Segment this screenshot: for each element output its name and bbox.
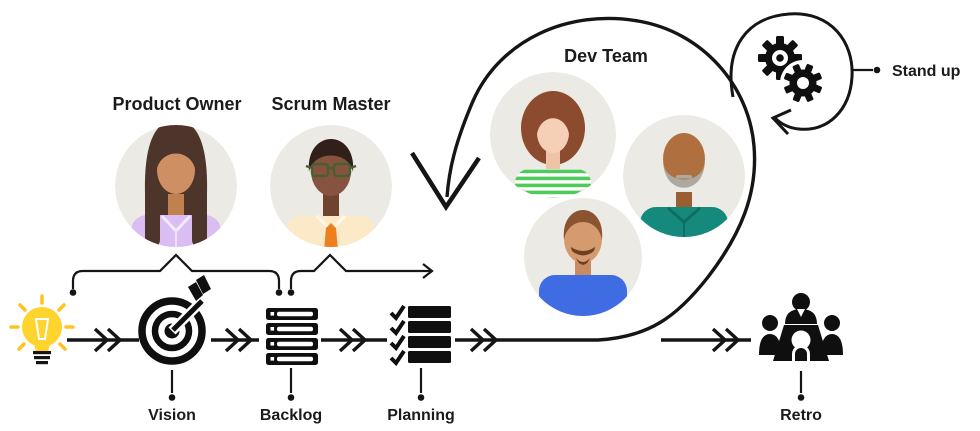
- target-dart-icon: [138, 275, 211, 365]
- scrum-master-label: Scrum Master: [271, 94, 390, 114]
- dev-avatar-blue-shirt-man: [524, 198, 642, 316]
- gears-icon: [758, 36, 826, 106]
- vision-label: Vision: [148, 407, 196, 424]
- dev-avatar-woman: [490, 72, 616, 198]
- brace-arrowhead-right: [422, 263, 434, 279]
- dev-team-loop: [410, 16, 757, 342]
- dev-team-label: Dev Team: [564, 46, 648, 66]
- product-owner-avatar: [115, 125, 237, 247]
- standup-loop: [729, 12, 854, 136]
- scrum-master-brace: [287, 253, 434, 296]
- scrum-master-avatar: [270, 125, 392, 247]
- planning-label: Planning: [387, 407, 455, 424]
- standup-loop-arrowhead: [770, 108, 792, 136]
- dev-avatar-bald-man: [623, 115, 745, 237]
- loop-arrowhead-down: [410, 151, 481, 212]
- flow-chevrons: [93, 327, 741, 353]
- flow-line: [67, 327, 751, 353]
- standup-label: Stand up: [892, 63, 961, 80]
- retro-label: Retro: [780, 407, 822, 424]
- product-owner-brace: [69, 253, 283, 296]
- lightbulb-icon: [9, 294, 75, 365]
- backlog-label: Backlog: [260, 407, 322, 424]
- stacked-list-icon: [266, 308, 318, 365]
- checklist-icon: [389, 304, 451, 367]
- label-connectors: [168, 66, 881, 401]
- meeting-table-icon: [759, 293, 843, 363]
- product-owner-label: Product Owner: [112, 94, 241, 114]
